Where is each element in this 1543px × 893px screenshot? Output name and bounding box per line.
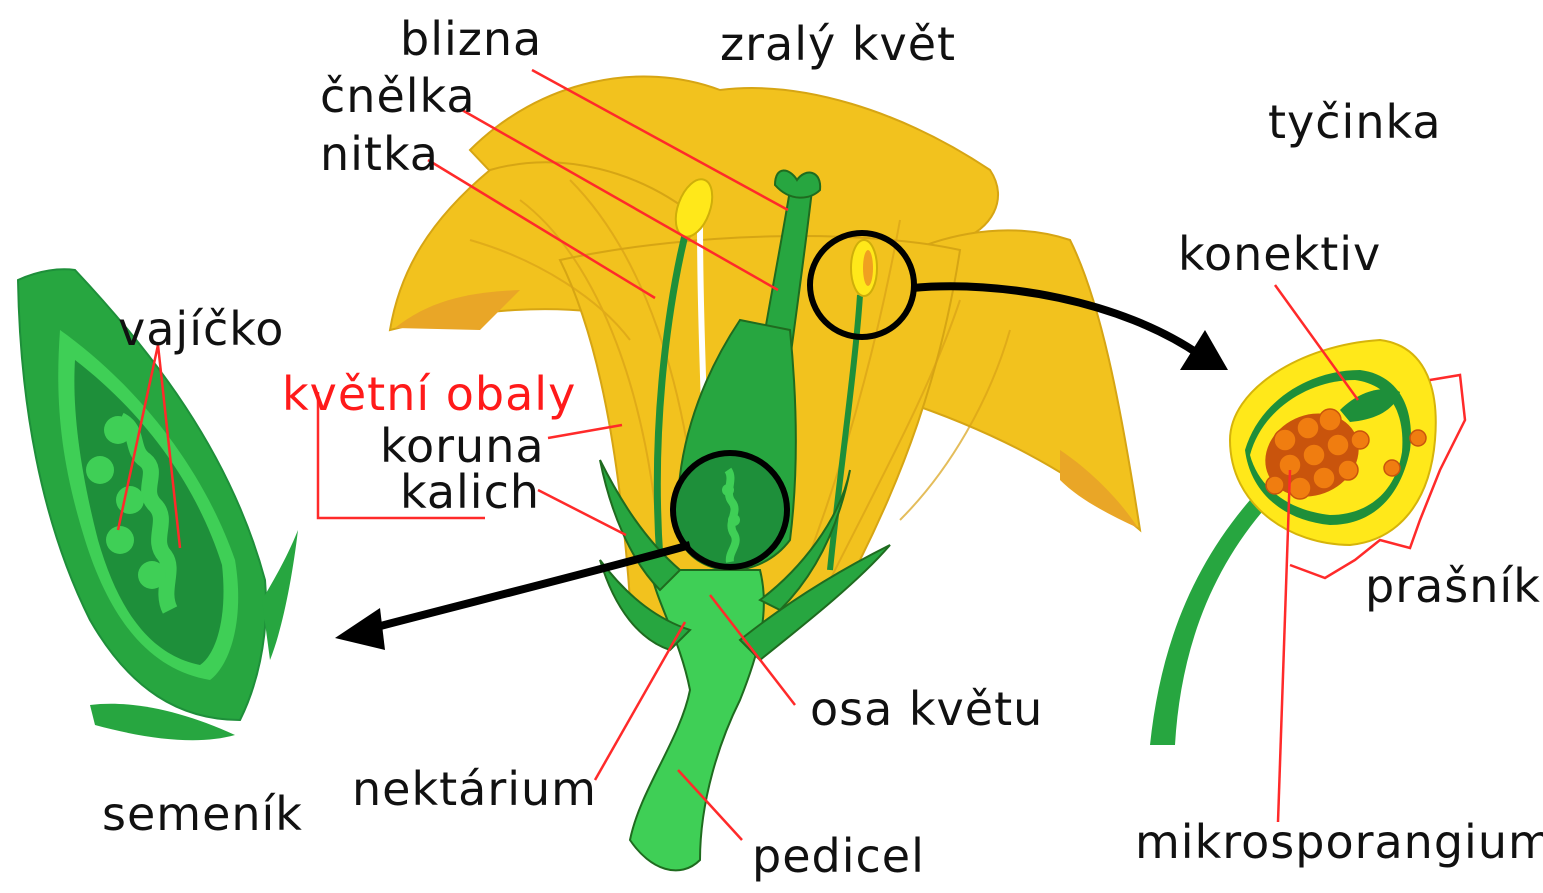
label-nitka: nitka xyxy=(320,127,439,181)
label-tycinka: tyčinka xyxy=(1268,95,1442,149)
ovary-spur xyxy=(262,530,298,660)
label-zraly-kvet: zralý květ xyxy=(720,17,956,71)
label-cnelka: čnělka xyxy=(320,69,476,123)
label-blizna: blizna xyxy=(400,12,542,66)
label-mikrosporangium: mikrosporangium xyxy=(1135,815,1543,869)
stamen-detail-filament xyxy=(1150,500,1262,745)
label-vajicko: vajíčko xyxy=(118,302,284,356)
label-semenik: semeník xyxy=(102,787,303,841)
label-nektarium: nektárium xyxy=(352,762,597,816)
label-prasnik: prašník xyxy=(1365,559,1541,613)
arrow-head-left xyxy=(335,608,385,650)
label-kalich: kalich xyxy=(400,465,540,519)
label-kvetni-obaly: květní obaly xyxy=(282,367,576,421)
label-konektiv: konektiv xyxy=(1178,227,1381,281)
label-pedicel: pedicel xyxy=(752,829,925,883)
label-osa-kvetu: osa květu xyxy=(810,682,1043,736)
